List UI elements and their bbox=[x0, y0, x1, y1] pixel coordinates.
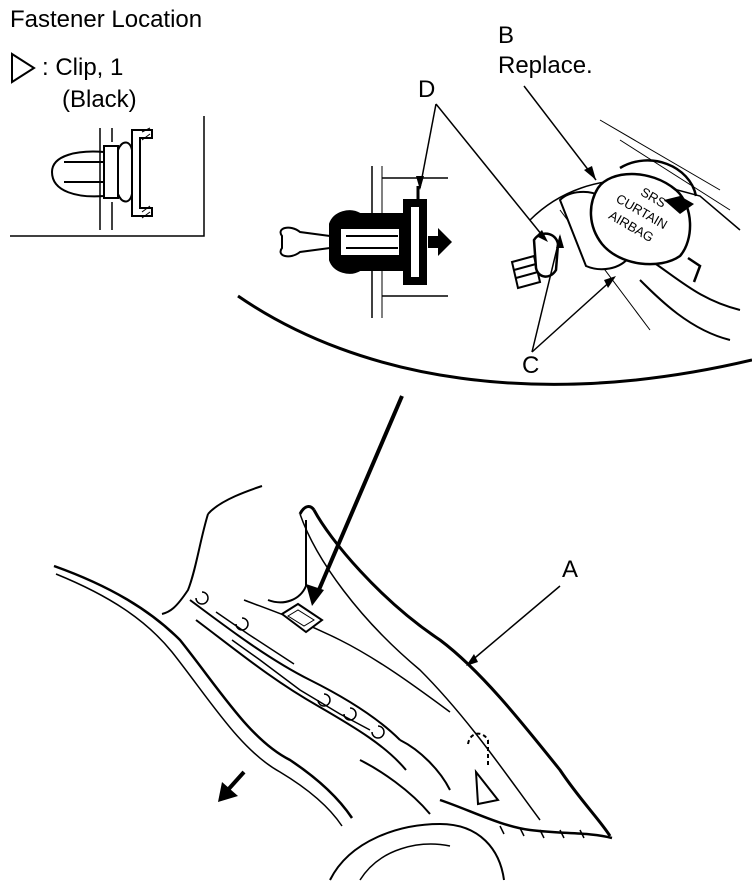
clip-removal-detail bbox=[279, 166, 452, 318]
detail-arc bbox=[237, 294, 752, 386]
rotate-arrow bbox=[619, 159, 698, 197]
airbag-label-plate bbox=[589, 172, 692, 266]
clip-head-removal bbox=[279, 226, 331, 258]
leader-a bbox=[469, 585, 561, 663]
pull-arrow bbox=[428, 228, 452, 256]
page-title: Fastener Location bbox=[10, 6, 203, 33]
clip-head bbox=[50, 150, 105, 198]
triangle-outline-icon bbox=[11, 52, 36, 84]
location-arrow bbox=[306, 395, 404, 606]
clip-collar bbox=[103, 145, 119, 199]
callout-c: C bbox=[522, 352, 540, 379]
inset-panel bbox=[131, 129, 153, 217]
wheel-arch bbox=[329, 822, 505, 881]
body-texture-marks bbox=[195, 591, 385, 739]
leader-d-left bbox=[419, 103, 437, 189]
airbag-label-detail: SRS CURTAIN AIRBAG bbox=[510, 119, 741, 341]
clip-inset bbox=[10, 116, 205, 237]
inset-border bbox=[10, 116, 205, 237]
removal-direction-arrow bbox=[218, 770, 246, 802]
clip-position-triangle-icon bbox=[474, 768, 500, 806]
callout-b: B bbox=[498, 22, 515, 49]
callout-d: D bbox=[418, 76, 436, 103]
leader-arrowheads bbox=[416, 166, 616, 666]
callout-a: A bbox=[562, 556, 579, 583]
leader-c-right bbox=[531, 277, 615, 353]
leader-d-right bbox=[435, 103, 547, 241]
callout-b-note: Replace. bbox=[498, 52, 593, 79]
leader-b bbox=[523, 85, 597, 181]
leader-c-left bbox=[531, 235, 561, 353]
hidden-clip-outline bbox=[467, 732, 489, 766]
pillar-trim-main bbox=[53, 485, 613, 881]
leader-lines bbox=[419, 85, 615, 663]
clip-hole bbox=[280, 602, 324, 634]
legend-subtext: (Black) bbox=[62, 86, 137, 113]
trim-outer-edge bbox=[312, 509, 612, 837]
body-outline-outer bbox=[53, 564, 354, 819]
legend-text: : Clip, 1 bbox=[42, 54, 124, 81]
